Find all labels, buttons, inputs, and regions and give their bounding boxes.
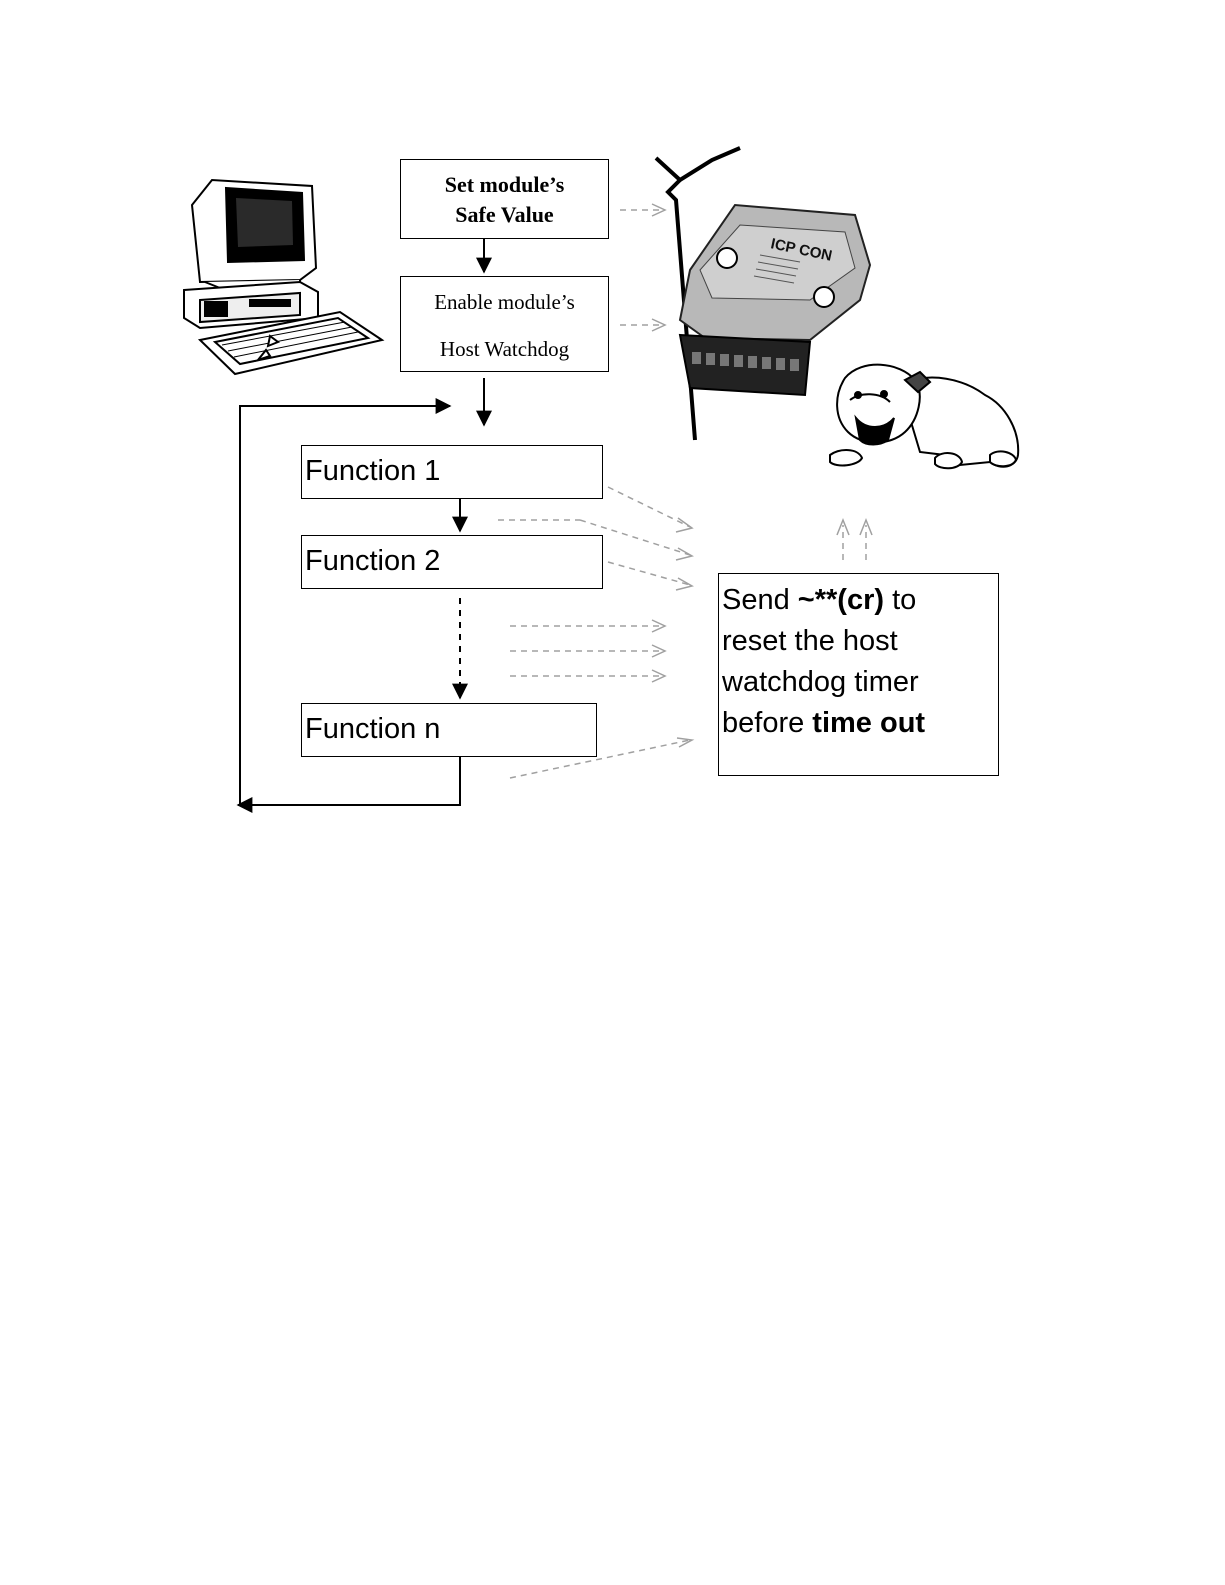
computer-icon bbox=[184, 180, 382, 374]
function-2-box: Function 2 bbox=[301, 535, 603, 589]
step-set-safe-value: Set module’s Safe Value bbox=[400, 159, 609, 239]
function-1-label: Function 1 bbox=[305, 455, 440, 487]
function-2-label: Function 2 bbox=[305, 545, 440, 577]
step-watchdog-line2: Host Watchdog bbox=[401, 326, 608, 373]
note-line-1: Send ~**(cr) to bbox=[722, 580, 998, 621]
note-before-text: before bbox=[722, 707, 812, 739]
function-n-label: Function n bbox=[305, 713, 440, 745]
note-send-text: Send bbox=[722, 584, 798, 616]
note-line-2: reset the host bbox=[722, 621, 998, 662]
step-enable-host-watchdog: Enable module’s Host Watchdog bbox=[400, 276, 609, 372]
bulldog-icon bbox=[830, 365, 1018, 469]
step-watchdog-line1: Enable module’s bbox=[401, 279, 608, 326]
io-module-icon: ICP CON bbox=[680, 205, 870, 395]
note-line-3: watchdog timer bbox=[722, 662, 998, 703]
function-n-box: Function n bbox=[301, 703, 597, 757]
note-to-text: to bbox=[884, 584, 916, 616]
note-timeout: time out bbox=[812, 707, 925, 739]
reset-watchdog-note: Send ~**(cr) to reset the host watchdog … bbox=[718, 573, 999, 776]
note-line-4: before time out bbox=[722, 703, 998, 744]
function-1-box: Function 1 bbox=[301, 445, 603, 499]
note-command: ~**(cr) bbox=[798, 584, 884, 616]
step-safe-line1: Set module’s bbox=[401, 170, 608, 200]
step-safe-line2: Safe Value bbox=[401, 200, 608, 230]
